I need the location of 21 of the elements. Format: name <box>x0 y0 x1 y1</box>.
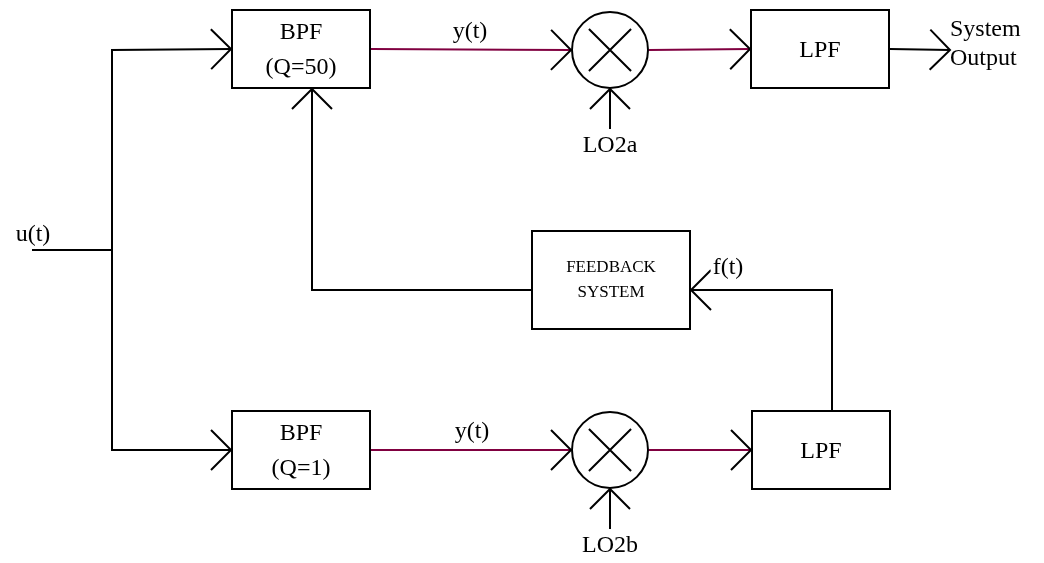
connector-arrow <box>589 88 631 130</box>
connector-arrow <box>370 28 572 71</box>
connector-arrow <box>291 88 532 291</box>
filter-block: LPF <box>751 410 891 490</box>
connector-arrow <box>589 488 631 530</box>
output-label: System Output <box>950 10 1044 76</box>
connector-arrow <box>370 429 572 471</box>
oscillator-label: LO2a <box>568 129 652 159</box>
multiplier-symbol <box>571 11 649 89</box>
connector-arrow <box>31 249 232 471</box>
oscillator-label: LO2b <box>568 529 652 559</box>
feedback-block: FEEDBACK SYSTEM <box>531 230 691 330</box>
filter-block: LPF <box>750 9 890 89</box>
connector-arrow <box>648 28 751 71</box>
filter-block: BPF (Q=50) <box>231 9 371 89</box>
multiplier-symbol <box>571 411 649 489</box>
input-label: u(t) <box>8 216 58 250</box>
connector-arrow <box>648 429 752 471</box>
filter-block: BPF (Q=1) <box>231 410 371 490</box>
connector-arrow <box>690 269 833 411</box>
connector-arrow <box>889 28 951 71</box>
